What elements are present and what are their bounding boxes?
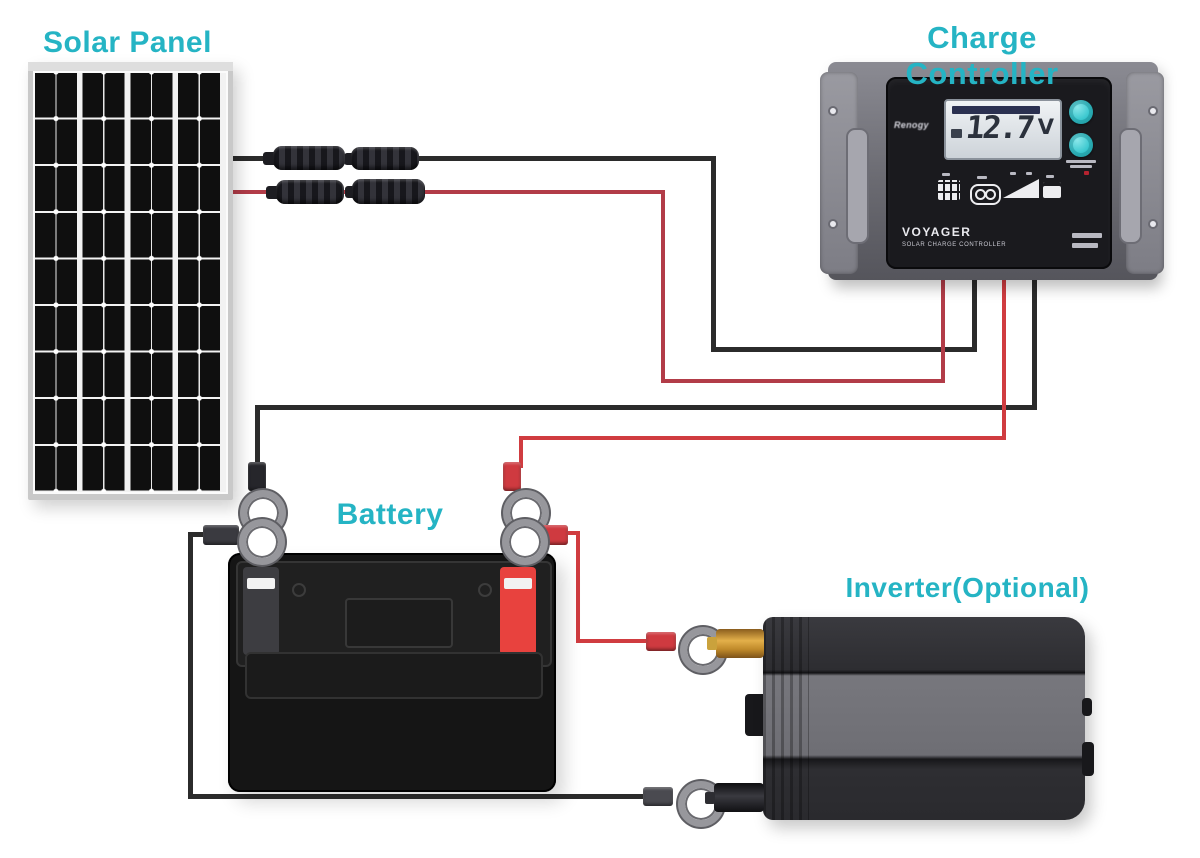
- controller-battery-positive-wire: [519, 436, 523, 468]
- controller-battery-positive-wire: [1002, 278, 1006, 440]
- inverter-side-nub: [1082, 742, 1094, 776]
- charge-controller-label: Charge Controller: [905, 20, 1059, 91]
- crimp-sleeve: [503, 462, 521, 491]
- icon-caption: [977, 176, 987, 179]
- solar-panel: [28, 62, 233, 500]
- pv-positive-wire: [661, 190, 665, 383]
- status-led: [1084, 171, 1089, 175]
- terminal-stripe: [504, 578, 532, 589]
- mc4-connector-icon: [351, 147, 419, 170]
- battery-negative-terminal: [243, 567, 279, 655]
- battery-inverter-negative-wire: [188, 532, 193, 799]
- inverter-negative-stud: [705, 783, 764, 812]
- pv-negative-wire: [711, 347, 977, 352]
- pv-positive-wire: [661, 379, 945, 383]
- battery-inverter-negative-wire: [188, 794, 658, 799]
- controller-select-button[interactable]: [1069, 133, 1093, 157]
- mc4-connector-icon: [273, 146, 345, 170]
- ring-terminal-icon: [239, 519, 285, 565]
- solar-panel-frame: [28, 62, 233, 71]
- screw-icon: [1150, 221, 1156, 227]
- solar-panel-label: Solar Panel: [43, 26, 212, 59]
- pv-positive-wire: [233, 190, 665, 194]
- inverter-cooling-fins: [763, 617, 809, 820]
- pv-negative-wire: [972, 278, 977, 352]
- pv-negative-wire: [711, 156, 716, 352]
- pv-positive-wire: [941, 278, 945, 383]
- battery-ledge: [245, 652, 543, 699]
- icon-caption: [1046, 175, 1054, 178]
- renogy-logo: Renogy: [894, 120, 929, 130]
- screw-icon: [830, 221, 836, 227]
- screw-icon: [1150, 108, 1156, 114]
- icon-caption: [1026, 172, 1032, 175]
- mc4-connector-icon: [276, 180, 344, 204]
- icon-caption: [942, 173, 950, 176]
- icon-caption: [1010, 172, 1016, 175]
- battery-type-icon: [970, 184, 1001, 205]
- cell-dot-icon: [985, 189, 996, 200]
- battery-minus-mark: [292, 583, 306, 597]
- button-caption-text: [1066, 160, 1096, 163]
- battery-positive-terminal: [500, 567, 536, 655]
- solar-panel-backsheet: [33, 71, 228, 494]
- battery-handle-recess: [345, 598, 453, 648]
- controller-lcd-display: 12.7 V: [944, 99, 1062, 160]
- pv-negative-wire: [233, 156, 715, 161]
- small-battery-icon: [1043, 182, 1061, 198]
- battery-plus-mark: [478, 583, 492, 597]
- lcd-annunciator-bar: [952, 106, 1040, 114]
- controller-mount-slot: [1119, 128, 1142, 244]
- inverter-positive-stud: [707, 629, 764, 658]
- battery-inverter-positive-wire: [576, 531, 580, 643]
- crimp-sleeve: [248, 462, 266, 491]
- controller-battery-negative-wire: [255, 405, 260, 468]
- controller-battery-negative-wire: [1032, 278, 1037, 410]
- controller-battery-negative-wire: [255, 405, 1037, 410]
- crimp-sleeve: [203, 525, 239, 545]
- mc4-connector-icon: [352, 179, 425, 204]
- rating-text-blur: [1072, 243, 1098, 248]
- inverter-label: Inverter(Optional): [845, 572, 1090, 603]
- lcd-battery-icon: [951, 129, 962, 138]
- screw-icon: [830, 108, 836, 114]
- button-caption-text: [1070, 165, 1092, 168]
- controller-model-text: VOYAGER: [902, 225, 972, 239]
- controller-mount-slot: [846, 128, 869, 244]
- ring-terminal-icon: [502, 519, 548, 565]
- controller-subtitle-text: SOLAR CHARGE CONTROLLER: [902, 242, 1007, 248]
- crimp-sleeve: [646, 632, 676, 651]
- controller-up-button[interactable]: [1069, 100, 1093, 124]
- rating-text-blur: [1072, 233, 1102, 238]
- controller-battery-positive-wire: [520, 436, 1006, 440]
- crimp-sleeve: [643, 787, 673, 806]
- battery-inverter-positive-wire: [576, 639, 652, 643]
- terminal-stripe: [247, 578, 275, 589]
- battery-label: Battery: [336, 498, 444, 531]
- inverter: [763, 617, 1085, 820]
- lcd-voltage-value: 12.7: [964, 110, 1035, 146]
- battery-bank-icon: [938, 180, 960, 200]
- solar-panel-cells: [35, 73, 226, 492]
- battery: [228, 553, 556, 792]
- inverter-side-nub: [1082, 698, 1092, 716]
- lcd-voltage-unit: V: [1037, 115, 1054, 139]
